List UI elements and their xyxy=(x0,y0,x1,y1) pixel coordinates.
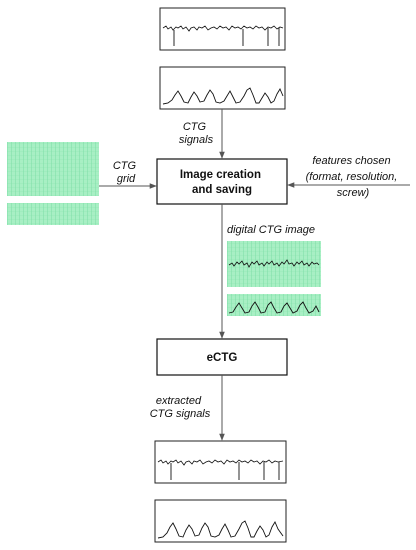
ctg-grid-small xyxy=(7,203,99,225)
digital-ctg-image-fhr xyxy=(227,241,321,287)
output-fhr-trace xyxy=(157,459,284,466)
output-uc-trace xyxy=(157,520,284,539)
ctg-grid-large xyxy=(7,142,99,196)
output-fhr-signal-panel xyxy=(154,440,287,484)
input-fhr-signal-panel xyxy=(159,7,286,51)
output-uc-signal-panel xyxy=(154,499,287,543)
input-uc-trace xyxy=(162,87,284,105)
input-fhr-trace xyxy=(162,25,284,32)
svg-text:Image creation and savin: Image creation and saving xyxy=(180,169,264,196)
ctg-grid-label: CTG grid xyxy=(113,160,139,185)
digital-ctg-image-label: digital CTG image xyxy=(227,224,315,236)
extracted-signals-label: extracted CTG signals xyxy=(150,395,211,420)
ectg-title: eCTG xyxy=(207,352,238,364)
image-creation-subtitle: and saving xyxy=(192,184,252,196)
image-creation-box: Image creation and saving xyxy=(156,158,288,205)
ctg-signals-label: CTG signals xyxy=(179,121,214,146)
features-label: features chosen (format, resolution, scr… xyxy=(306,155,401,199)
output-fhr-dropouts xyxy=(170,462,280,480)
image-creation-title: Image creation xyxy=(180,169,261,181)
digital-ctg-image-uc xyxy=(227,294,321,316)
input-fhr-dropouts xyxy=(173,28,280,46)
input-uc-signal-panel xyxy=(159,66,286,110)
ectg-box: eCTG xyxy=(156,338,288,376)
